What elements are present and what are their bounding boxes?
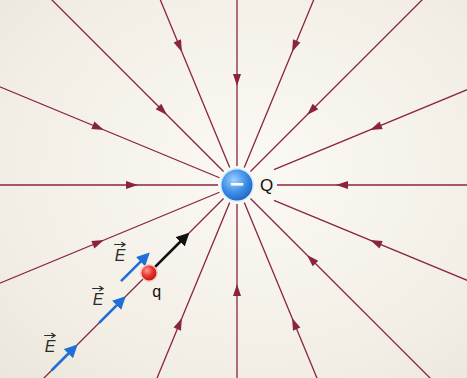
field-arrowhead (233, 284, 241, 296)
source-charge: −Q (220, 168, 254, 202)
charge-label: Q (258, 177, 275, 194)
field-line (244, 0, 397, 167)
field-line (76, 203, 229, 378)
field-arrowhead (91, 122, 104, 130)
charge-circle (140, 264, 158, 282)
vector-label: E (45, 333, 56, 356)
field-arrowhead (91, 240, 104, 248)
field-arrowhead (370, 122, 383, 130)
field-line (0, 184, 218, 185)
charge-sign: − (230, 172, 244, 196)
field-line (274, 200, 467, 345)
charge-label: q (152, 284, 161, 300)
vector-label: E (115, 247, 126, 264)
field-arrowhead (174, 39, 182, 52)
field-line (274, 24, 467, 169)
field-arrowhead (370, 240, 383, 248)
field-vector (52, 346, 76, 370)
field-line (277, 184, 467, 185)
field-line (0, 0, 224, 172)
vector-label: E (93, 286, 104, 309)
field-line (0, 24, 219, 177)
field-line (0, 192, 219, 345)
field-arrowhead (336, 181, 348, 189)
field-arrowhead (156, 104, 167, 115)
test-charge: q (140, 264, 158, 282)
field-arrowhead (307, 104, 318, 115)
field-line (250, 198, 467, 378)
field-arrowhead (126, 181, 138, 189)
field-line (250, 0, 467, 172)
field-arrowhead (292, 318, 300, 331)
charge-circle (140, 265, 156, 281)
field-line (0, 198, 224, 378)
field-arrowhead (292, 39, 300, 52)
field-line (244, 203, 397, 378)
vector-label: E (115, 242, 126, 265)
vector-label: E (93, 291, 104, 308)
charge-circle (221, 169, 253, 201)
field-arrowhead (307, 255, 318, 266)
vector-label: E (45, 338, 56, 355)
field-arrowhead (233, 74, 241, 86)
field-arrowhead (174, 318, 182, 331)
field-line (76, 0, 229, 167)
